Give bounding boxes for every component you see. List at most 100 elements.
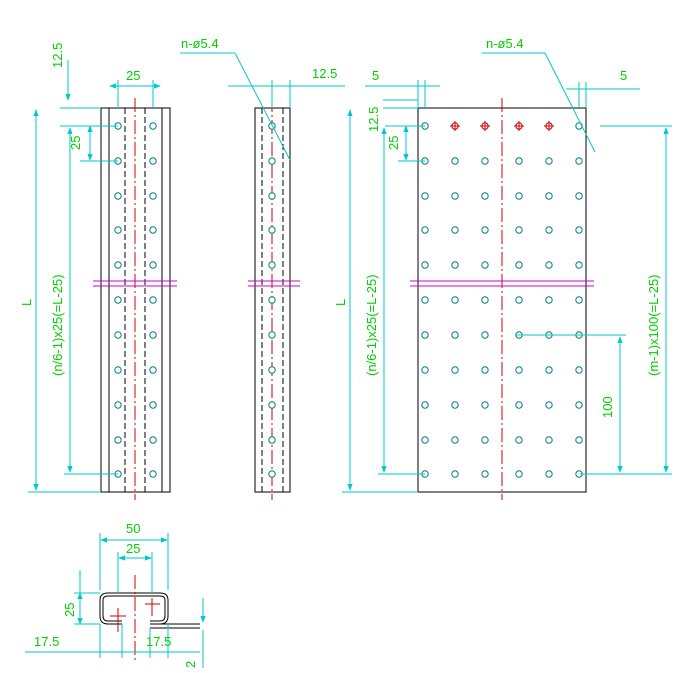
right-top-offset-label: 12.5 <box>366 107 381 132</box>
hole <box>451 226 459 234</box>
right-hole-grid <box>421 121 583 478</box>
hole <box>545 436 553 444</box>
hole <box>268 226 276 234</box>
hole <box>481 401 489 409</box>
hole <box>481 436 489 444</box>
hole <box>421 261 429 269</box>
hole <box>451 436 459 444</box>
hole <box>545 366 553 374</box>
section-inner-label: 25 <box>126 541 140 556</box>
section-thickness-label: 2 <box>183 661 198 668</box>
hole <box>515 157 523 165</box>
hole <box>149 470 157 478</box>
hole <box>268 192 276 200</box>
hole <box>575 296 583 304</box>
hole <box>575 436 583 444</box>
hole <box>481 366 489 374</box>
hole <box>149 192 157 200</box>
right-span-right-label: (m-1)x100(=L-25) <box>646 274 661 376</box>
hole <box>545 401 553 409</box>
section-overall-label: 50 <box>126 521 140 536</box>
hole <box>421 331 429 339</box>
left-top-offset-label: 12.5 <box>50 43 65 68</box>
hole <box>149 157 157 165</box>
right-length-label: L <box>333 299 348 306</box>
hole <box>575 226 583 234</box>
hole <box>268 157 276 165</box>
hole <box>481 296 489 304</box>
right-pitch-label: 25 <box>386 136 401 150</box>
hole <box>451 296 459 304</box>
section-lip-left-label: 17.5 <box>34 634 59 649</box>
hole <box>451 401 459 409</box>
hole <box>481 157 489 165</box>
hole <box>421 436 429 444</box>
hole <box>114 366 122 374</box>
left-view: 12.5 25 25 (n/6-1)x25(=L-25) L <box>19 43 177 500</box>
middle-edge-label: 12.5 <box>312 66 337 81</box>
hole <box>421 366 429 374</box>
hole <box>421 226 429 234</box>
hole <box>268 470 276 478</box>
right-spacing-label: 100 <box>600 396 615 418</box>
section-lip-right-label: 17.5 <box>146 634 171 649</box>
right-span-left-label: (n/6-1)x25(=L-25) <box>364 274 379 376</box>
hole <box>149 436 157 444</box>
hole <box>481 331 489 339</box>
right-edge-left-label: 5 <box>372 68 379 83</box>
hole <box>515 470 523 478</box>
hole <box>268 366 276 374</box>
hole <box>149 296 157 304</box>
hole <box>451 331 459 339</box>
hole <box>515 261 523 269</box>
hole <box>515 226 523 234</box>
hole <box>515 296 523 304</box>
hole <box>575 366 583 374</box>
hole <box>575 401 583 409</box>
hole <box>451 192 459 200</box>
hole <box>268 331 276 339</box>
hole <box>149 401 157 409</box>
hole <box>114 296 122 304</box>
hole <box>481 192 489 200</box>
hole <box>515 401 523 409</box>
section-height-label: 25 <box>62 603 77 617</box>
hole <box>451 157 459 165</box>
right-edge-right-label: 5 <box>620 68 627 83</box>
hole <box>114 436 122 444</box>
hole <box>481 470 489 478</box>
hole <box>421 296 429 304</box>
hole <box>451 470 459 478</box>
hole <box>268 436 276 444</box>
right-hole-callout: n-ø5.4 <box>486 36 524 51</box>
section-view: 50 25 25 17.5 17.5 2 <box>25 521 206 668</box>
hole <box>515 436 523 444</box>
middle-view: n-ø5.4 12.5 <box>180 36 345 500</box>
hole <box>114 226 122 234</box>
left-span-label: (n/6-1)x25(=L-25) <box>50 274 65 376</box>
hole <box>481 261 489 269</box>
hole <box>451 261 459 269</box>
hole <box>268 296 276 304</box>
hole <box>575 261 583 269</box>
channel-profile <box>99 592 169 625</box>
hole <box>481 226 489 234</box>
hole <box>114 401 122 409</box>
hole <box>545 261 553 269</box>
hole <box>149 366 157 374</box>
hole <box>451 366 459 374</box>
hole <box>114 331 122 339</box>
hole <box>421 401 429 409</box>
hole <box>268 401 276 409</box>
left-width-label: 25 <box>126 68 140 83</box>
hole <box>545 157 553 165</box>
hole <box>114 261 122 269</box>
hole <box>515 192 523 200</box>
hole <box>575 157 583 165</box>
hole <box>149 331 157 339</box>
right-view: n-ø5.4 5 5 12.5 25 (n/6-1)x25(=L-25) L (… <box>333 36 672 500</box>
hole <box>515 366 523 374</box>
hole <box>545 296 553 304</box>
hole <box>575 192 583 200</box>
